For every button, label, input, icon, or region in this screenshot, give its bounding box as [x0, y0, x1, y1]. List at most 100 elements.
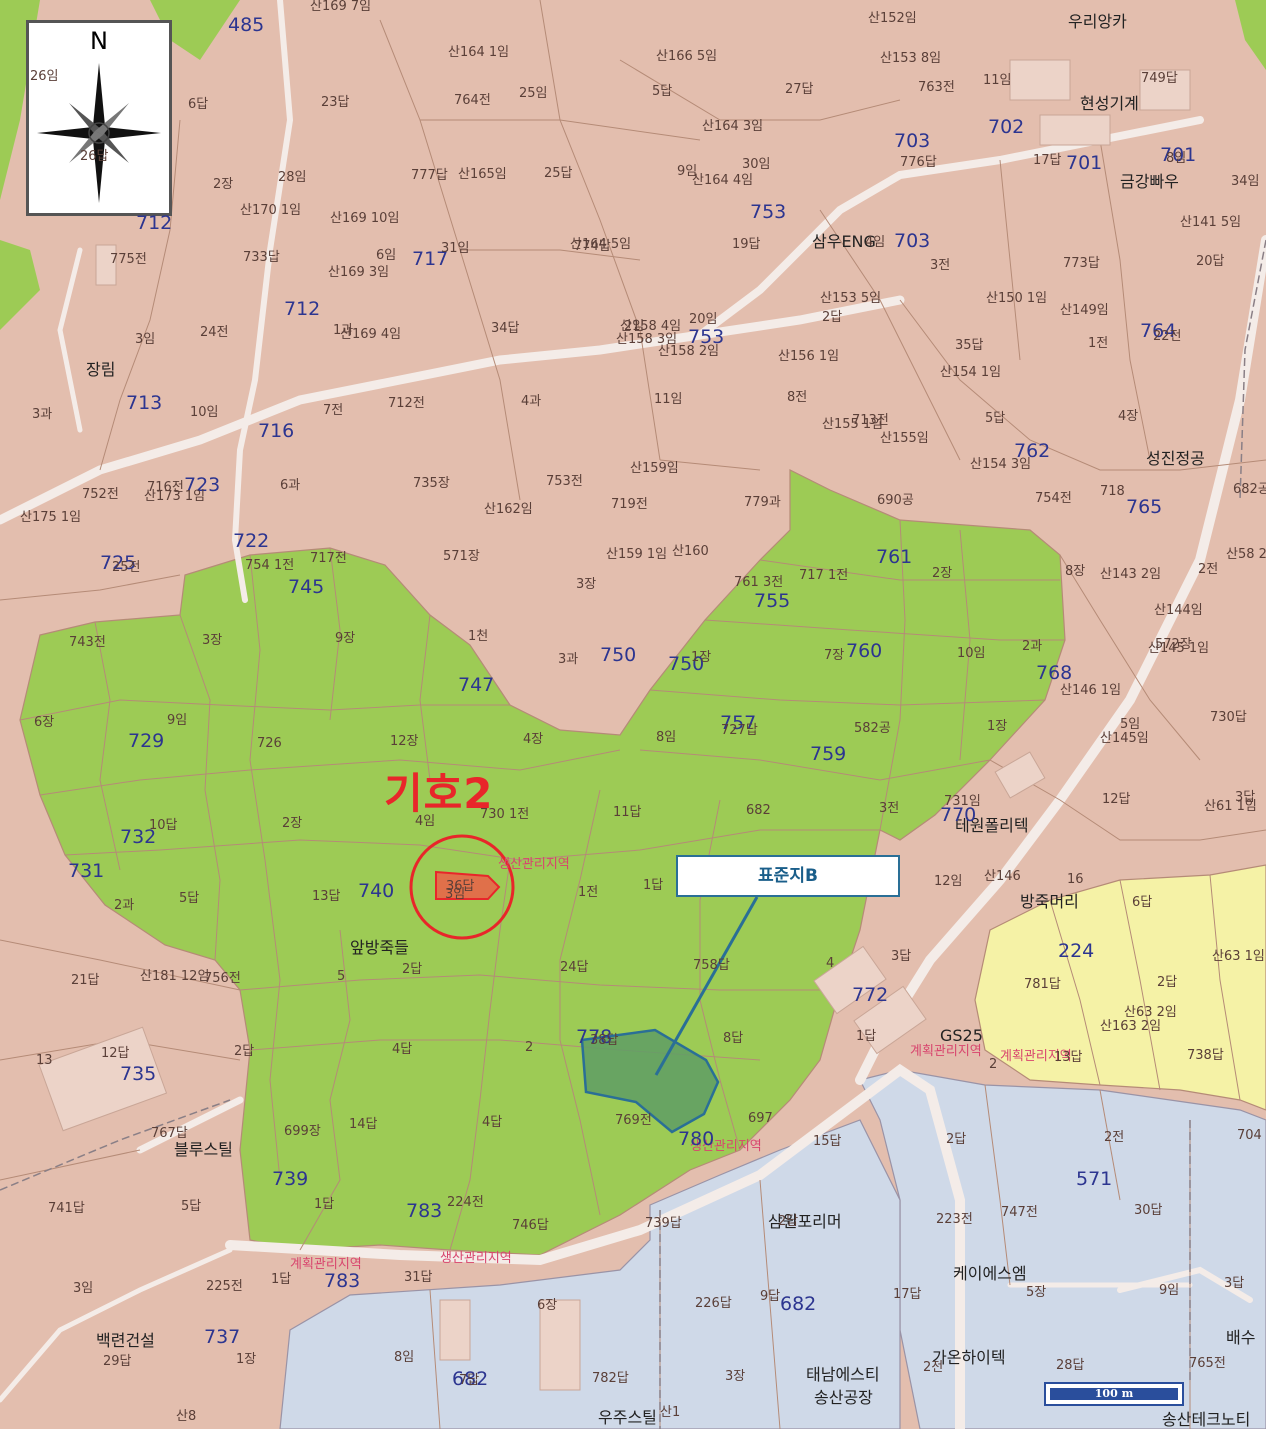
- parcel-label: 768: [1036, 662, 1073, 684]
- parcel-label: 757: [720, 712, 757, 734]
- parcel-label: 753: [750, 201, 787, 223]
- parcel-label: 7장: [824, 648, 845, 663]
- parcel-label: 9답: [760, 1289, 781, 1304]
- parcel-label: 765전: [1189, 1356, 1226, 1371]
- parcel-label: 4답: [482, 1115, 503, 1130]
- parcel-label: 28임: [278, 170, 307, 185]
- parcel-label: 781답: [1024, 977, 1061, 992]
- parcel-label: 761: [876, 546, 913, 568]
- parcel-label: 4: [826, 956, 835, 971]
- zone-label: 생산관리지역: [690, 1139, 762, 1154]
- parcel-label: 산170 1임: [240, 203, 302, 218]
- parcel-label: 754 1전: [245, 558, 295, 573]
- place-label: 성진정공: [1146, 449, 1205, 468]
- parcel-label: 9임: [1159, 1283, 1180, 1298]
- parcel-label: 731임: [944, 794, 981, 809]
- parcel-label: 30임: [742, 157, 771, 172]
- parcel-label: 13답: [1054, 1050, 1083, 1065]
- parcel-label: 산150 1임: [986, 291, 1048, 306]
- parcel-label: 산145임: [1100, 731, 1149, 746]
- parcel-label: 690공: [877, 493, 914, 508]
- parcel-label: 20임: [689, 312, 718, 327]
- parcel-label: 755: [754, 590, 791, 612]
- parcel-label: 6장: [537, 1298, 558, 1313]
- parcel-label: 703: [894, 130, 931, 152]
- parcel-label: 737: [204, 1326, 241, 1348]
- parcel-label: 572장: [1155, 637, 1192, 652]
- parcel-label: 2답: [822, 310, 843, 325]
- parcel-label: 2장: [932, 566, 953, 581]
- parcel-label: 774답: [574, 239, 611, 254]
- parcel-label: 산169 10임: [330, 211, 400, 226]
- parcel-label: 722: [233, 530, 270, 552]
- parcel-label: 산169 4임: [340, 327, 402, 342]
- parcel-label: 26답: [80, 149, 109, 164]
- parcel-label: 1장: [987, 719, 1008, 734]
- parcel-label: 4과: [521, 394, 542, 409]
- zone-label: 생산관리지역: [440, 1251, 512, 1266]
- parcel-label: 26임: [30, 69, 59, 84]
- parcel-label: 485: [228, 14, 265, 36]
- parcel-label: 2: [989, 1057, 998, 1072]
- parcel-label: 5장: [1026, 1285, 1047, 1300]
- place-label: 태남에스티: [806, 1365, 880, 1384]
- parcel-label: 25답: [544, 166, 573, 181]
- parcel-label: 산164 1임: [448, 45, 510, 60]
- parcel-label: 730답: [1210, 710, 1247, 725]
- parcel-label: 17답: [893, 1287, 922, 1302]
- parcel-label: 9장: [335, 631, 356, 646]
- parcel-label: 1천: [468, 629, 489, 644]
- parcel-label: 3장: [202, 633, 223, 648]
- place-label: 앞방죽들: [350, 938, 409, 957]
- parcel-label: 1장: [691, 650, 712, 665]
- parcel-label: 743전: [69, 635, 106, 650]
- parcel-label: 10임: [190, 405, 219, 420]
- parcel-label: 11임: [983, 73, 1012, 88]
- parcel-label: 739: [272, 1168, 309, 1190]
- place-label: 블루스틸: [174, 1140, 233, 1159]
- parcel-label: 22전: [1153, 329, 1182, 344]
- parcel-label: 682공: [1233, 482, 1266, 497]
- parcel-label: 727답: [721, 723, 758, 738]
- parcel-label: 8임: [1166, 151, 1187, 166]
- parcel-label: 산181 12임: [140, 969, 210, 984]
- zone-label: 계획관리지역: [910, 1044, 982, 1059]
- parcel-label: 산166 5임: [656, 49, 718, 64]
- parcel-label: 1전: [578, 885, 599, 900]
- parcel-label: 582공: [854, 721, 891, 736]
- parcel-label: 산164 4임: [692, 173, 754, 188]
- parcel-label: 759: [810, 743, 847, 765]
- parcel-label: 16: [1067, 872, 1084, 887]
- place-label: 송산테크노티: [1162, 1410, 1251, 1429]
- parcel-label: 4임: [865, 235, 886, 250]
- parcel-label: 3답: [1224, 1276, 1245, 1291]
- scale-bar-label: 100 m: [1050, 1388, 1178, 1400]
- place-label: 배수: [1226, 1328, 1256, 1347]
- parcel-label: 2과: [1022, 639, 1043, 654]
- parcel-label: 3장: [576, 577, 597, 592]
- parcel-label: 750: [668, 653, 705, 675]
- place-label: 방죽머리: [1020, 892, 1079, 911]
- subject-parcel-shape[interactable]: [435, 870, 501, 900]
- parcel-label: 224전: [447, 1195, 484, 1210]
- parcel-label: 764전: [454, 93, 491, 108]
- parcel-label: 산159임: [630, 461, 679, 476]
- industrial-zone: [279, 1119, 901, 1429]
- parcel-label: 34답: [491, 321, 520, 336]
- standard-land-callout[interactable]: 표준지B: [676, 855, 900, 897]
- parcel-label: 702: [988, 116, 1025, 138]
- parcel-label: 12답: [101, 1046, 130, 1061]
- standard-land-b-polygon[interactable]: [580, 1028, 720, 1134]
- parcel-label: 1답: [314, 1197, 335, 1212]
- parcel-label: 2장: [213, 177, 234, 192]
- subject-parcel-label: 36답: [446, 879, 475, 894]
- parcel-label: 735: [120, 1063, 157, 1085]
- parcel-label: 8임: [394, 1350, 415, 1365]
- parcel-label: 산162임: [484, 502, 533, 517]
- parcel-label: 735장: [413, 476, 450, 491]
- parcel-label: 763전: [918, 80, 955, 95]
- parcel-label: 2답: [946, 1132, 967, 1147]
- parcel-label: 13답: [312, 889, 341, 904]
- parcel-label: 2전: [1104, 1130, 1125, 1145]
